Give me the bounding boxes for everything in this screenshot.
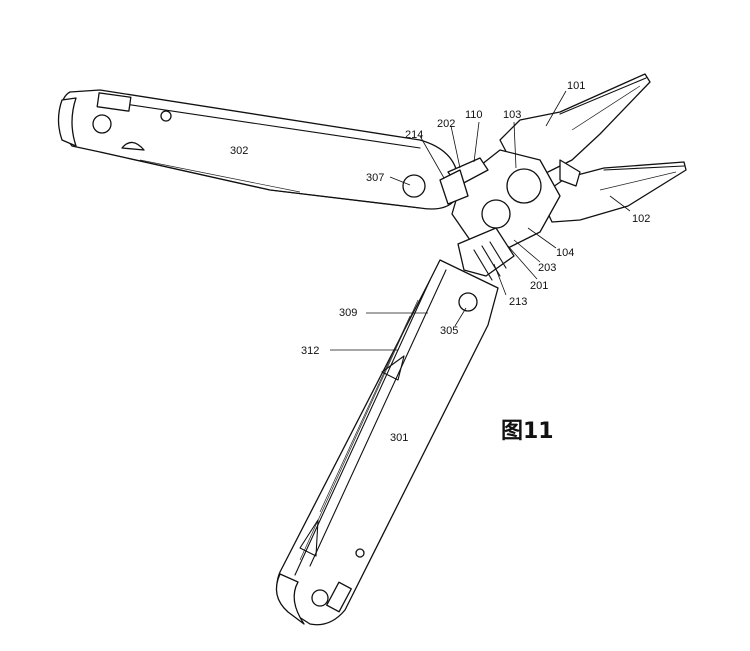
label-312: 312	[301, 345, 319, 357]
label-101: 101	[567, 80, 585, 92]
label-102: 102	[632, 213, 650, 225]
pliers-head	[439, 73, 687, 281]
label-203: 203	[538, 262, 556, 274]
label-302: 302	[230, 145, 248, 157]
label-104: 104	[556, 247, 574, 259]
label-201: 201	[530, 280, 548, 292]
label-309: 309	[339, 307, 357, 319]
label-202: 202	[437, 118, 455, 130]
label-301: 301	[390, 432, 408, 444]
label-110: 110	[465, 109, 483, 121]
label-307: 307	[366, 172, 384, 184]
label-103: 103	[503, 109, 521, 121]
lower-handle-301	[275, 259, 499, 626]
leader-lines	[330, 90, 631, 351]
figure-caption: 图11	[501, 419, 554, 444]
label-305: 305	[440, 325, 458, 337]
label-213: 213	[509, 296, 527, 308]
reference-labels: 101 102 103 104 110 201 202 203 213 214 …	[230, 80, 650, 444]
label-214: 214	[405, 129, 423, 141]
upper-handle-302	[57, 89, 459, 210]
